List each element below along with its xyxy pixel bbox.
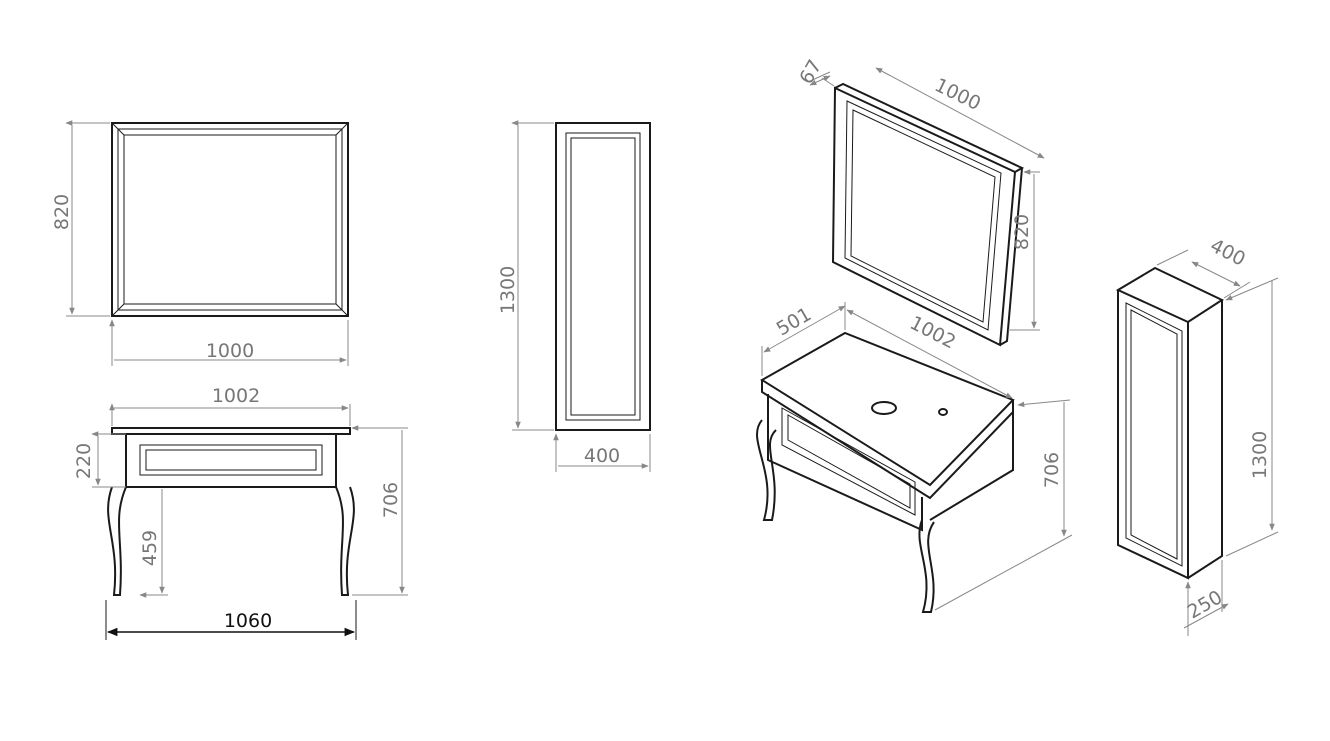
front-mirror: 820 1000 bbox=[51, 123, 348, 366]
vanity-top-width-label: 1002 bbox=[212, 385, 260, 407]
drawer-height-label: 220 bbox=[73, 443, 95, 479]
vanity-overall-width-label: 1060 bbox=[224, 610, 272, 632]
iso-column-width-label: 400 bbox=[1207, 235, 1249, 271]
mirror-width-label: 1000 bbox=[206, 340, 254, 362]
leg-height-label: 459 bbox=[139, 530, 161, 566]
mirror-height-label: 820 bbox=[51, 194, 73, 230]
front-column: 1300 400 bbox=[497, 123, 650, 472]
iso-vanity-height-label: 706 bbox=[1041, 452, 1063, 488]
front-vanity: 1002 220 459 706 1060 bbox=[73, 385, 408, 640]
column-width-label: 400 bbox=[584, 445, 620, 467]
iso-column-height-label: 1300 bbox=[1249, 431, 1271, 479]
iso-column-depth-label: 250 bbox=[1184, 586, 1226, 623]
iso-column: 400 1300 250 bbox=[1115, 235, 1278, 636]
iso-mirror-width-label: 1000 bbox=[931, 74, 984, 115]
column-height-label: 1300 bbox=[497, 266, 519, 314]
iso-vanity: 501 1002 706 bbox=[756, 302, 1073, 613]
vanity-height-label: 706 bbox=[380, 482, 402, 518]
iso-mirror: 67 1000 820 bbox=[795, 56, 1045, 347]
iso-mirror-height-label: 820 bbox=[1011, 214, 1033, 250]
iso-mirror-depth-label: 67 bbox=[795, 56, 826, 88]
iso-vanity-width-label: 1002 bbox=[906, 312, 959, 354]
